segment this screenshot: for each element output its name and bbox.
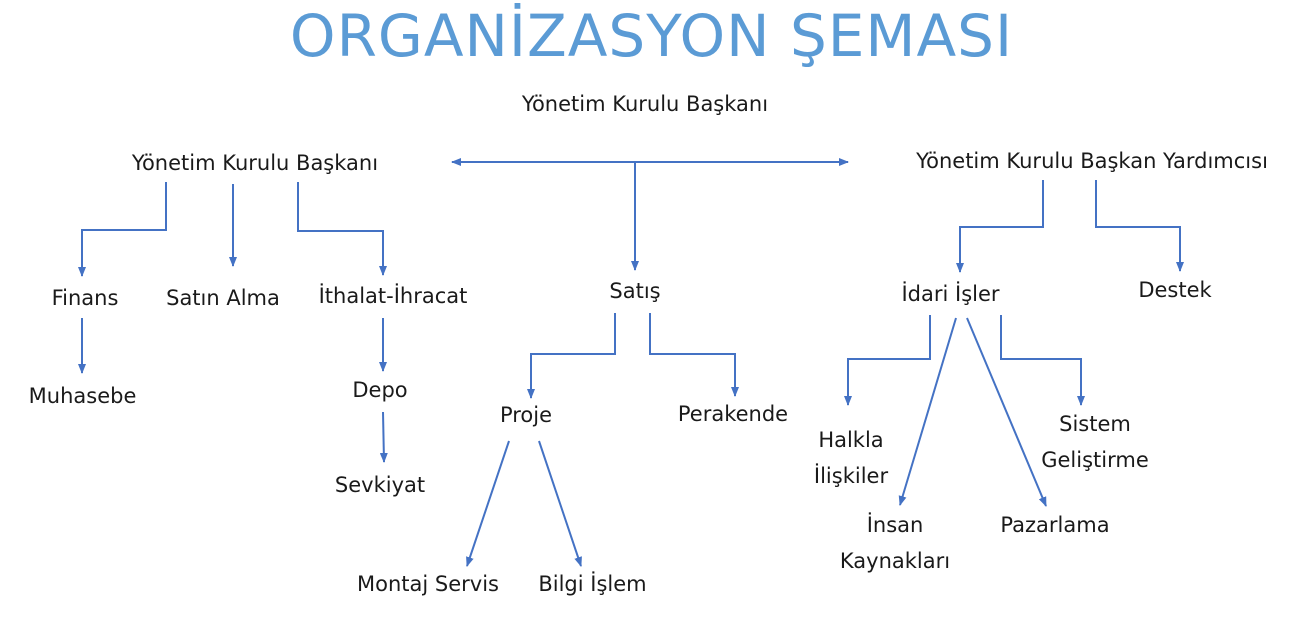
edge-satis-perakende	[649, 313, 739, 397]
edge-satis-proje	[527, 313, 616, 399]
edge-vice-chairman-idari-isler	[956, 180, 1044, 273]
edge-idari-insan-kaynaklari	[898, 317, 957, 506]
node-idari-isler: İdari İşler	[901, 282, 1000, 306]
node-proje: Proje	[499, 403, 553, 427]
edge-chairman-finans	[78, 182, 167, 277]
chart-title: ORGANİZASYON ŞEMASI	[289, 2, 1014, 70]
edge-idari-pazarlama	[966, 317, 1047, 507]
node-halkla-iliskiler: Halkla İlişkiler	[813, 428, 889, 488]
node-sistem-gelistirme: Sistem Geliştirme	[1041, 412, 1149, 472]
node-ithalat-ihracat: İthalat-İhracat	[318, 284, 468, 308]
node-perakende: Perakende	[677, 402, 789, 426]
node-insan-kaynaklari: İnsan Kaynakları	[839, 513, 951, 573]
edge-idari-halkla-iliskiler	[844, 315, 931, 406]
edge-proje-montaj-servis	[466, 440, 510, 567]
edge-vice-chairman-destek	[1095, 180, 1184, 272]
node-top-chairman: Yönetim Kurulu Başkanı	[521, 92, 769, 116]
node-vice-chairman: Yönetim Kurulu Başkan Yardımcısı	[916, 149, 1268, 173]
node-chairman: Yönetim Kurulu Başkanı	[131, 151, 379, 175]
edge-idari-sistem-gelistirme	[1000, 315, 1085, 406]
edge-proje-bilgi-islem	[538, 440, 582, 567]
node-montaj-servis: Montaj Servis	[357, 572, 499, 596]
node-satin-alma: Satın Alma	[166, 286, 280, 310]
node-sevkiyat: Sevkiyat	[334, 473, 426, 497]
node-destek: Destek	[1138, 278, 1212, 302]
node-finans: Finans	[51, 286, 119, 310]
node-satis: Satış	[609, 279, 661, 303]
edge-chairman-ithalat-ihracat	[297, 182, 387, 276]
node-muhasebe: Muhasebe	[28, 384, 137, 408]
node-pazarlama: Pazarlama	[1000, 513, 1110, 537]
node-depo: Depo	[352, 378, 408, 402]
edge-depo-sevkiyat	[379, 411, 388, 463]
node-bilgi-islem: Bilgi İşlem	[538, 572, 647, 596]
